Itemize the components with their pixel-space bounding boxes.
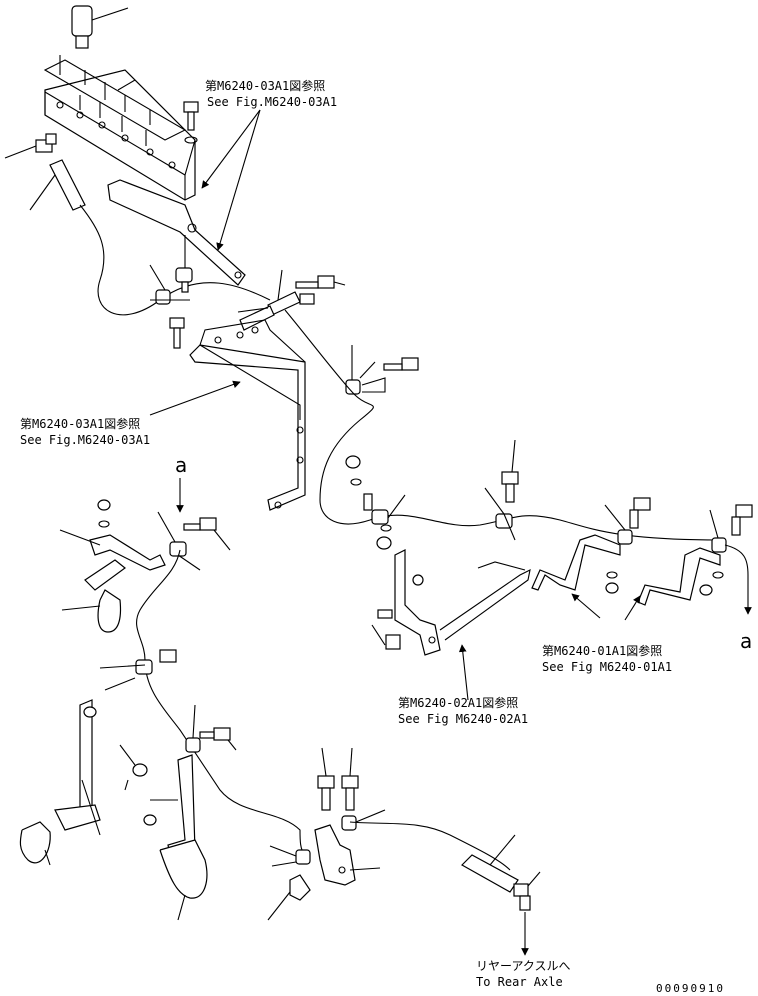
elbow-fitting-lower: [513, 871, 541, 956]
bolt-upper-left: [169, 317, 185, 349]
clamp-mid: [363, 493, 406, 525]
ref-jp-1: 第M6240-03A1図参照: [205, 78, 325, 93]
frame-bracket-lower: [371, 549, 531, 656]
ref-jp-4: 第M6240-02A1図参照: [398, 695, 518, 710]
clamp-center-right: [345, 345, 419, 395]
hose-fitting-left: [29, 159, 86, 211]
frame-bracket: [189, 319, 306, 511]
manifold-bolt: [183, 101, 199, 144]
ref-en-2: See Fig.M6240-03A1: [20, 433, 150, 447]
hose-connector-center: [237, 269, 301, 331]
manifold-bracket: [107, 179, 246, 286]
left-bracket-upper: [59, 499, 166, 633]
ref-jp-3: 第M6240-01A1図参照: [542, 643, 662, 658]
grease-fitting-top: [71, 5, 129, 49]
ref-en-3: See Fig M6240-01A1: [542, 660, 672, 674]
marker-a-top: a: [175, 453, 187, 477]
ref-en-1: See Fig.M6240-03A1: [207, 95, 337, 109]
right-bracket-2: [637, 504, 753, 606]
clamp-left-a: [157, 511, 231, 571]
hose-1: [79, 204, 271, 316]
bracket-lower-center: [267, 824, 381, 921]
bolt-center: [295, 275, 346, 305]
hose-fitting-lower: [461, 834, 519, 893]
rear-axle-label-jp: リヤーアクスルへ: [476, 959, 571, 973]
left-bracket-lower: [19, 699, 148, 866]
right-bracket-1: [531, 497, 651, 594]
clamp-left-b: [99, 649, 177, 691]
ref-en-4: See Fig M6240-02A1: [398, 712, 528, 726]
clamp-left-c: [185, 704, 237, 753]
bracket-l-shaped: [143, 754, 208, 921]
hose-2: [284, 309, 721, 541]
bolt-mid-right: [501, 439, 519, 503]
bolt-pair-lower: [317, 747, 359, 811]
clamp-lower-center: [269, 809, 386, 867]
elbow-fitting-left: [4, 133, 57, 159]
ref-jp-2: 第M6240-03A1図参照: [20, 416, 140, 431]
nut-set-center: [345, 455, 392, 550]
distribution-manifold: [43, 55, 196, 201]
drawing-code: 00090910: [656, 982, 725, 995]
hose-3: [136, 549, 306, 856]
rear-axle-label-en: To Rear Axle: [476, 975, 563, 989]
clamp-mid-right: [484, 487, 516, 541]
clamp-upper-left: [149, 235, 193, 305]
marker-a-right: a: [740, 629, 752, 653]
hose-4: [349, 821, 511, 871]
